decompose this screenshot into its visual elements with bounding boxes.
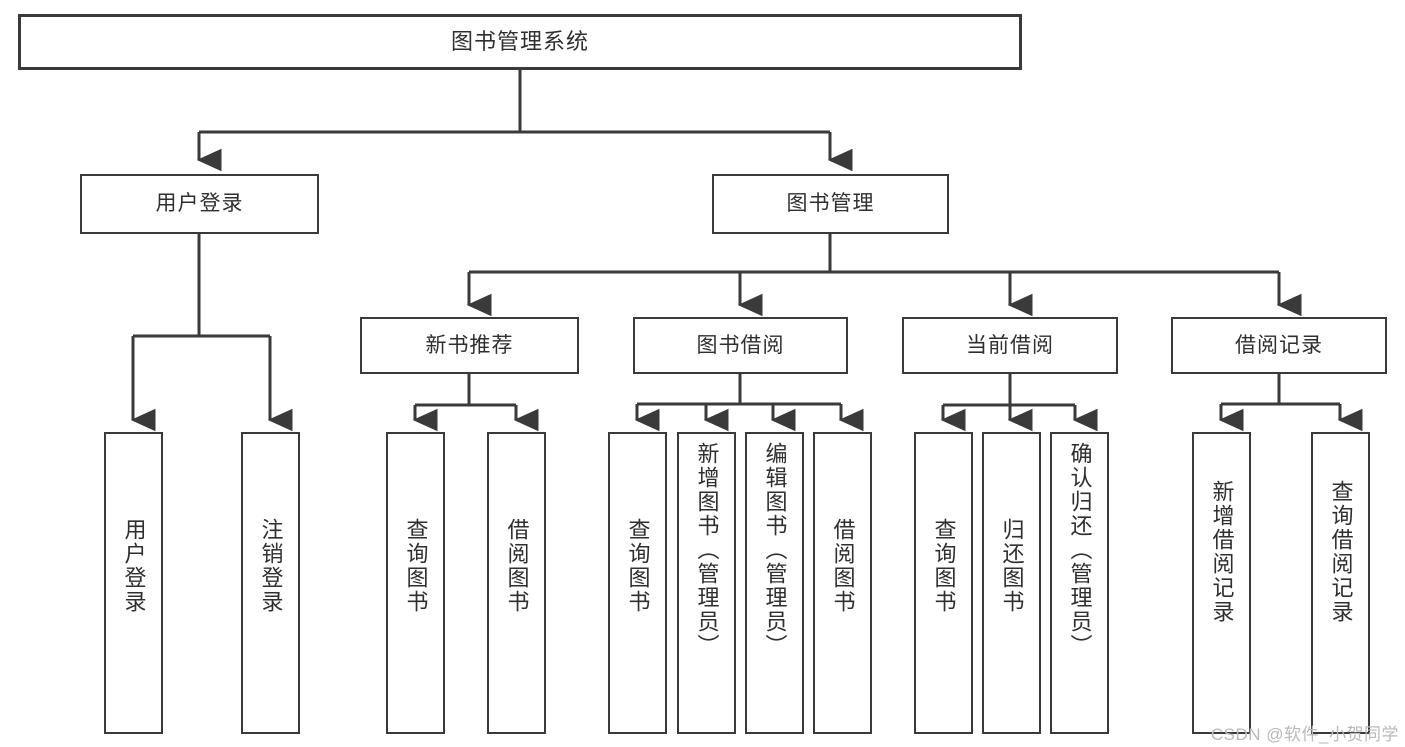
watermark-credit: CSDN @软件_小贺同学 <box>1210 725 1399 744</box>
leaf-query-borrow-record[interactable]: 查询借阅记录 <box>1311 432 1370 734</box>
leaf-label: 查询借阅记录 <box>1328 480 1354 624</box>
leaf-confirm-return-admin[interactable]: 确认归还（管理员） <box>1050 432 1109 734</box>
leaf-return-book[interactable]: 归还图书 <box>982 432 1041 734</box>
node-label: 图书管理系统 <box>450 28 589 54</box>
leaf-label: 查询图书 <box>931 518 957 614</box>
node-label: 借阅记录 <box>1235 333 1323 357</box>
leaf-label: 确认归还（管理员） <box>1067 442 1093 658</box>
node-label: 新书推荐 <box>425 333 514 357</box>
node-current-borrow[interactable]: 当前借阅 <box>902 317 1118 374</box>
leaf-query-book-current[interactable]: 查询图书 <box>914 432 973 734</box>
leaf-label: 新增借阅记录 <box>1209 480 1235 624</box>
leaf-label: 新增图书（管理员） <box>694 442 720 658</box>
node-book-management[interactable]: 图书管理 <box>712 174 949 234</box>
leaf-label: 借阅图书 <box>504 518 530 614</box>
leaf-label: 查询图书 <box>403 518 429 614</box>
leaf-borrow-book-borrow[interactable]: 借阅图书 <box>813 432 872 734</box>
node-user-login[interactable]: 用户登录 <box>80 174 319 234</box>
leaf-edit-book-admin[interactable]: 编辑图书（管理员） <box>745 432 804 734</box>
node-root-system[interactable]: 图书管理系统 <box>18 14 1022 70</box>
node-book-borrow[interactable]: 图书借阅 <box>633 317 848 374</box>
node-label: 当前借阅 <box>966 333 1054 357</box>
node-label: 图书管理 <box>786 192 875 216</box>
node-borrow-record[interactable]: 借阅记录 <box>1171 317 1387 374</box>
leaf-label: 查询图书 <box>625 518 651 614</box>
leaf-add-borrow-record[interactable]: 新增借阅记录 <box>1192 432 1251 734</box>
leaf-query-book-recommend[interactable]: 查询图书 <box>386 432 445 734</box>
node-new-book-recommend[interactable]: 新书推荐 <box>360 317 579 374</box>
leaf-label: 编辑图书（管理员） <box>762 442 788 658</box>
node-label: 用户登录 <box>155 192 244 216</box>
leaf-label: 注销登录 <box>258 518 284 614</box>
leaf-user-login[interactable]: 用户登录 <box>104 432 163 734</box>
leaf-label: 借阅图书 <box>830 518 856 614</box>
leaf-add-book-admin[interactable]: 新增图书（管理员） <box>677 432 736 734</box>
leaf-borrow-book-recommend[interactable]: 借阅图书 <box>487 432 546 734</box>
leaf-label: 用户登录 <box>121 518 147 614</box>
leaf-logout-login[interactable]: 注销登录 <box>241 432 300 734</box>
leaf-label: 归还图书 <box>999 518 1025 614</box>
node-label: 图书借阅 <box>696 333 785 357</box>
leaf-query-book-borrow[interactable]: 查询图书 <box>608 432 667 734</box>
